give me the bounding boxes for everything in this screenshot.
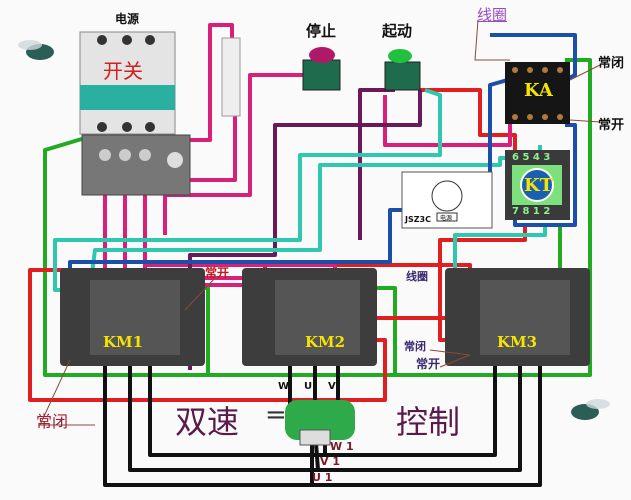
wire-purple-start: [358, 88, 395, 240]
wire-magenta-ka: [383, 95, 512, 147]
label-switch: 开关: [103, 59, 143, 83]
label-start: 起动: [382, 22, 413, 40]
title-left: 双速: [175, 403, 240, 441]
wire-blue-kt: [513, 123, 577, 227]
label-coil: 线圈: [477, 6, 508, 24]
pointer-line: [569, 119, 601, 123]
contactor-km2[interactable]: [242, 268, 377, 366]
label-km1-no: 常开: [205, 266, 230, 280]
wire-black-w1: [148, 365, 497, 457]
label-motor-v: V: [328, 381, 336, 392]
label-km3: KM3: [497, 333, 538, 351]
label-km3-nc: 常闭: [404, 340, 426, 353]
label-motor-w1: W 1: [330, 440, 354, 453]
label-nc: 常闭: [598, 56, 625, 71]
stop-button[interactable]: [302, 47, 341, 91]
kt-time-relay[interactable]: [505, 150, 570, 220]
wire-blue-1: [68, 73, 526, 290]
motor: [285, 400, 355, 446]
wire-black-u1: [103, 365, 542, 487]
wire-green-loop: [43, 58, 592, 377]
thermal-overload-relay[interactable]: [81, 134, 191, 196]
label-km3-coil: 线圈: [406, 270, 428, 283]
circuit-breaker[interactable]: [79, 31, 176, 135]
wire-cyan-1: [53, 88, 442, 292]
label-motor-u1: U 1: [312, 471, 333, 484]
label-timer-power: 电源: [440, 215, 453, 222]
label-km3-no: 常开: [416, 357, 441, 371]
pointer-line: [429, 349, 471, 356]
ka-relay[interactable]: [505, 62, 570, 124]
label-no: 常开: [598, 118, 625, 133]
label-stop: 停止: [306, 22, 337, 40]
label-power: 电源: [115, 12, 140, 26]
fly-image: [571, 399, 610, 420]
wire-green-kt: [558, 225, 590, 277]
title-equals: =: [265, 400, 287, 430]
label-ka: KA: [524, 80, 553, 101]
contactor-km1[interactable]: [60, 268, 205, 366]
pointer-line: [569, 64, 601, 81]
pointer-line: [184, 277, 216, 311]
label-motor-w: W: [278, 381, 290, 392]
label-motor-v1: V 1: [320, 455, 340, 468]
jsz3c-pinout-diagram: [401, 171, 493, 229]
start-button[interactable]: [384, 49, 421, 91]
wire-magenta-stop2: [163, 73, 303, 235]
wire-black-v1: [128, 365, 522, 472]
label-kt-pins-bottom: 7 8 1 2: [512, 206, 551, 217]
title-right: 控制: [396, 403, 461, 441]
label-kt-pins-top: 6 5 4 3: [512, 152, 551, 163]
pointer-line: [474, 19, 510, 61]
pointer-line: [439, 354, 471, 368]
fly-image: [18, 40, 54, 60]
label-km2: KM2: [305, 333, 346, 351]
label-motor-u: U: [304, 381, 313, 392]
contactor-km3[interactable]: [445, 268, 590, 366]
label-kt: KT: [524, 175, 554, 196]
din-module: [221, 37, 241, 117]
label-timer-model: JSZ3C: [405, 215, 431, 224]
pointer-line: [39, 359, 95, 426]
wire-red-kt: [420, 88, 517, 150]
label-km1-nc: 常闭: [36, 412, 69, 431]
label-km1: KM1: [103, 333, 144, 351]
wire-red-km1: [28, 268, 387, 402]
